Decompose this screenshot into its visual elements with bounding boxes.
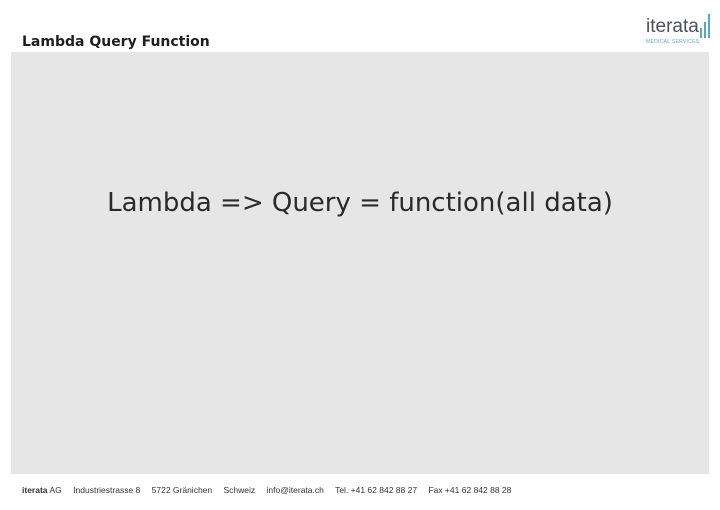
footer-company-suffix: AG — [49, 485, 62, 495]
logo-wordmark: iterata — [646, 16, 699, 37]
bar-chart-icon — [700, 14, 712, 38]
footer-phone: Tel. +41 62 842 88 27 — [335, 485, 418, 495]
footer-country: Schweiz — [223, 485, 256, 495]
footer-city: 5722 Gränichen — [151, 485, 213, 495]
slide-title: Lambda Query Function — [22, 34, 210, 50]
footer-street: Industriestrasse 8 — [73, 485, 141, 495]
company-logo: iterata MEDICAL SERVICES — [640, 12, 714, 50]
footer-company: iterata — [22, 485, 48, 495]
main-formula: Lambda => Query = function(all data) — [107, 188, 613, 218]
footer-email: info@iterata.ch — [266, 485, 324, 495]
logo-tagline: MEDICAL SERVICES — [646, 39, 700, 45]
footer-fax: Fax +41 62 842 88 28 — [428, 485, 512, 495]
content-panel: Lambda => Query = function(all data) — [11, 52, 709, 474]
